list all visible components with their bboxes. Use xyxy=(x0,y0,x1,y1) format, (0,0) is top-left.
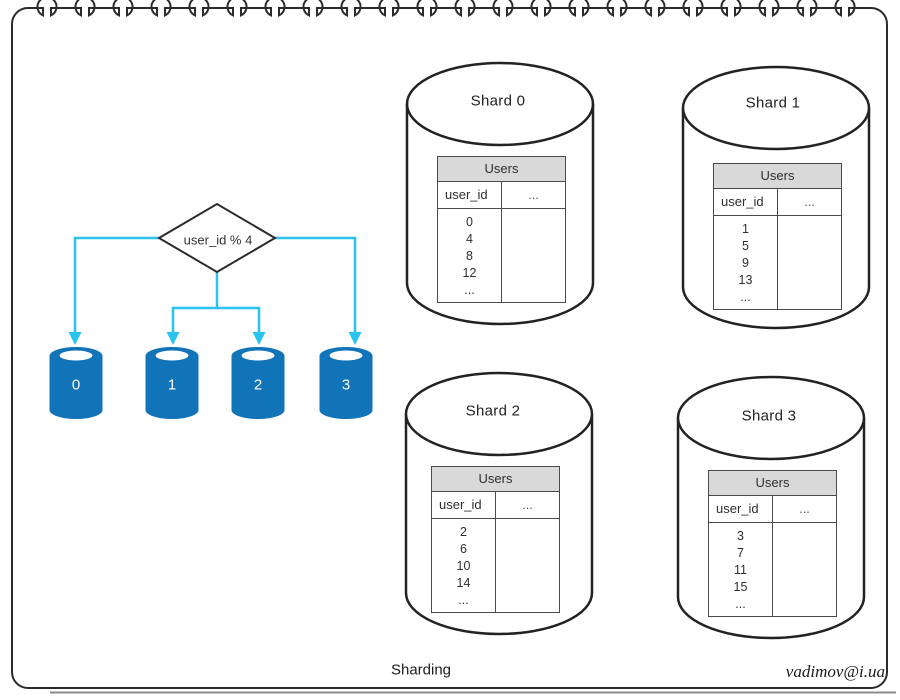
table-title: Users xyxy=(432,467,559,492)
shard-1-title: Shard 1 xyxy=(745,94,801,112)
diagram-caption: Sharding xyxy=(390,661,452,679)
user-id-values: 0 4 8 12 ... xyxy=(438,209,501,302)
bucket-label-0: 0 xyxy=(71,376,81,394)
arrow-down-icon xyxy=(166,332,180,345)
user-id-value: 10 xyxy=(456,559,471,573)
user-id-value: 1 xyxy=(742,222,749,236)
column-header-user-id: user_id xyxy=(721,194,764,209)
decision-diamond xyxy=(157,202,277,274)
column-header-other: ... xyxy=(495,492,559,518)
shard-2-title: Shard 2 xyxy=(465,402,521,420)
column-header-other: ... xyxy=(777,189,841,215)
users-table-shard-2: Users user_id ... 2 6 10 14 ... xyxy=(431,466,560,613)
other-values-cell xyxy=(772,523,836,616)
column-header-other: ... xyxy=(772,496,836,522)
page-border xyxy=(11,7,888,689)
user-id-value: 14 xyxy=(456,576,471,590)
user-id-value: ... xyxy=(464,283,475,297)
bucket-label-2: 2 xyxy=(253,376,263,394)
column-header-user-id: user_id xyxy=(445,187,488,202)
user-id-value: 8 xyxy=(466,249,473,263)
user-id-value: ... xyxy=(735,597,746,611)
user-id-value: 13 xyxy=(738,273,753,287)
arrow-down-icon xyxy=(68,332,82,345)
other-values-cell xyxy=(495,519,559,612)
column-header-user-id: user_id xyxy=(439,497,482,512)
users-table-shard-0: Users user_id ... 0 4 8 12 ... xyxy=(437,156,566,303)
arrow-down-icon xyxy=(348,332,362,345)
user-id-values: 1 5 9 13 ... xyxy=(714,216,777,309)
users-table-shard-1: Users user_id ... 1 5 9 13 ... xyxy=(713,163,842,310)
arrow-down-icon xyxy=(252,332,266,345)
bucket-label-1: 1 xyxy=(167,376,177,394)
shard-3-title: Shard 3 xyxy=(741,407,797,425)
user-id-value: 15 xyxy=(733,580,748,594)
user-id-values: 3 7 11 15 ... xyxy=(709,523,772,616)
user-id-value: 12 xyxy=(462,266,477,280)
table-title: Users xyxy=(438,157,565,182)
decision-label: user_id % 4 xyxy=(183,232,253,248)
bucket-label-3: 3 xyxy=(341,376,351,394)
column-header-user-id: user_id xyxy=(716,501,759,516)
spiral-holes-border xyxy=(28,0,864,36)
user-id-value: 9 xyxy=(742,256,749,270)
author-credit: vadimov@i.ua xyxy=(785,662,885,681)
table-title: Users xyxy=(714,164,841,189)
column-header-other: ... xyxy=(501,182,565,208)
user-id-value: 4 xyxy=(466,232,473,246)
user-id-value: 7 xyxy=(737,546,744,560)
user-id-value: 2 xyxy=(460,525,467,539)
user-id-value: ... xyxy=(740,290,751,304)
other-values-cell xyxy=(777,216,841,309)
shard-0-title: Shard 0 xyxy=(470,92,526,110)
connector-lines xyxy=(73,236,357,333)
user-id-value: 6 xyxy=(460,542,467,556)
user-id-values: 2 6 10 14 ... xyxy=(432,519,495,612)
user-id-value: 5 xyxy=(742,239,749,253)
table-title: Users xyxy=(709,471,836,496)
other-values-cell xyxy=(501,209,565,302)
users-table-shard-3: Users user_id ... 3 7 11 15 ... xyxy=(708,470,837,617)
user-id-value: 11 xyxy=(734,563,747,577)
arrowheads xyxy=(68,332,362,345)
user-id-value: ... xyxy=(458,593,469,607)
user-id-value: 3 xyxy=(737,529,744,543)
user-id-value: 0 xyxy=(466,215,473,229)
